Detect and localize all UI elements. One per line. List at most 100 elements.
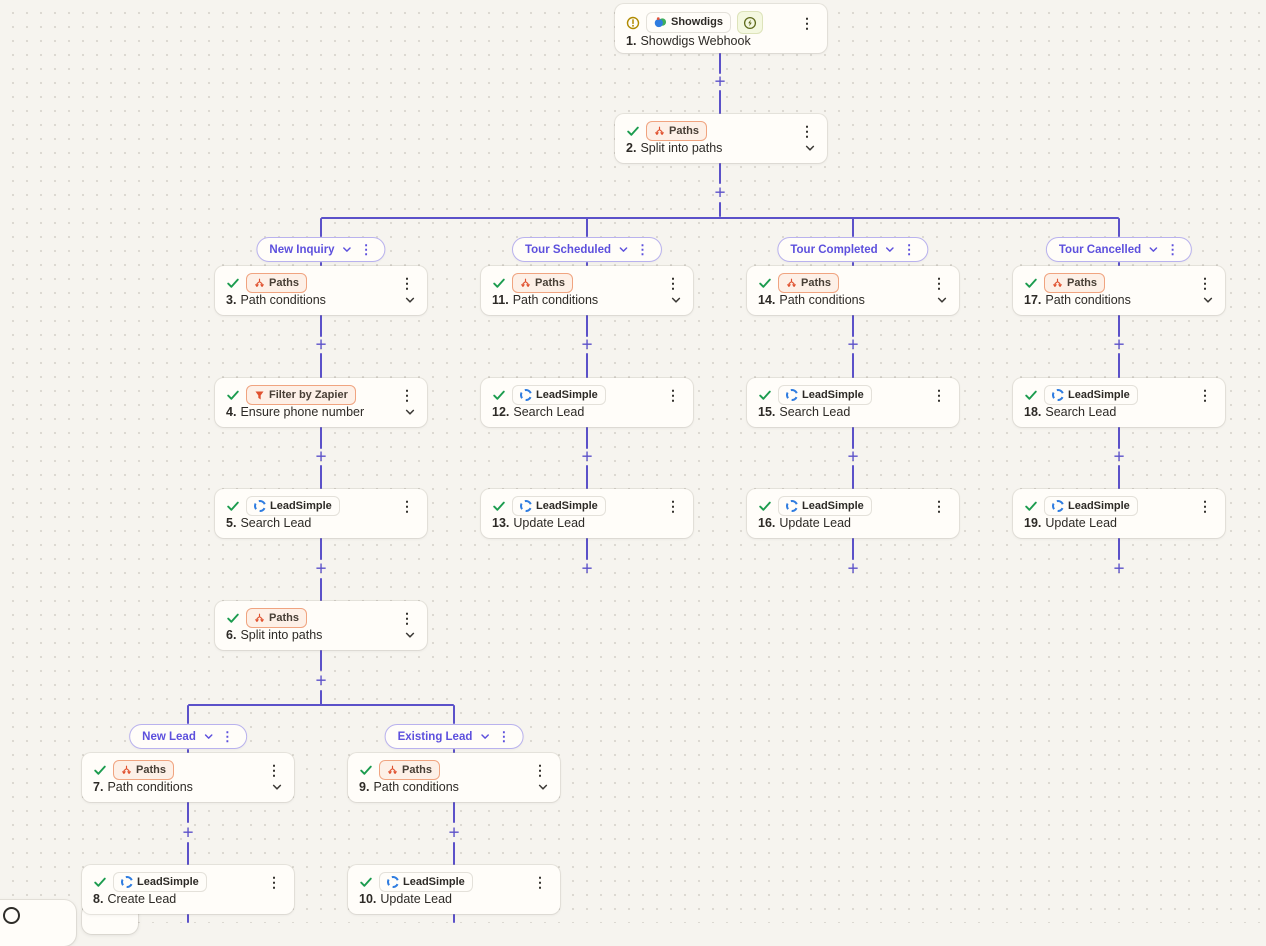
kebab-menu-icon[interactable]: ⋮ bbox=[932, 498, 946, 515]
step-card-14[interactable]: Paths ⋮ 14. Path conditions bbox=[747, 266, 959, 315]
kebab-menu-icon[interactable]: ⋮ bbox=[1198, 498, 1212, 515]
kebab-menu-icon[interactable]: ⋮ bbox=[400, 275, 414, 292]
kebab-menu-icon[interactable]: ⋮ bbox=[800, 14, 814, 31]
add-step-button[interactable]: + bbox=[179, 823, 197, 842]
path-pill-new-inquiry[interactable]: New Inquiry ⋮ bbox=[256, 237, 386, 262]
kebab-menu-icon[interactable]: ⋮ bbox=[533, 762, 547, 779]
kebab-menu-icon[interactable]: ⋮ bbox=[1198, 387, 1212, 404]
step-card-5[interactable]: LeadSimple ⋮ 5. Search Lead bbox=[215, 489, 427, 538]
add-step-button[interactable]: + bbox=[312, 447, 330, 466]
path-pill-existing-lead[interactable]: Existing Lead ⋮ bbox=[384, 724, 524, 749]
chevron-down-icon[interactable] bbox=[1202, 294, 1214, 306]
path-pill-tour-cancelled[interactable]: Tour Cancelled ⋮ bbox=[1045, 237, 1193, 262]
connector-line bbox=[586, 315, 588, 337]
check-icon bbox=[492, 276, 506, 290]
kebab-menu-icon[interactable]: ⋮ bbox=[666, 498, 680, 515]
step-card-6[interactable]: Paths ⋮ 6. Split into paths bbox=[215, 601, 427, 650]
chevron-down-icon[interactable] bbox=[670, 294, 682, 306]
step-card-15[interactable]: LeadSimple ⋮ 15. Search Lead bbox=[747, 378, 959, 427]
paths-badge: Paths bbox=[1044, 273, 1105, 294]
path-pill-new-lead[interactable]: New Lead ⋮ bbox=[129, 724, 247, 749]
step-card-18[interactable]: LeadSimple ⋮ 18. Search Lead bbox=[1013, 378, 1225, 427]
kebab-menu-icon[interactable]: ⋮ bbox=[533, 874, 547, 891]
card-header-row: LeadSimple ⋮ bbox=[1024, 385, 1214, 406]
chevron-down-icon[interactable] bbox=[404, 629, 416, 641]
chevron-down-icon[interactable] bbox=[885, 244, 896, 255]
step-card-7[interactable]: Paths ⋮ 7. Path conditions bbox=[82, 753, 294, 802]
kebab-menu-icon[interactable]: ⋮ bbox=[400, 610, 414, 627]
add-step-button[interactable]: + bbox=[711, 72, 729, 91]
add-step-button[interactable]: + bbox=[1110, 447, 1128, 466]
kebab-menu-icon[interactable]: ⋮ bbox=[497, 729, 511, 744]
add-step-button[interactable]: + bbox=[711, 183, 729, 202]
step-card-3[interactable]: Paths ⋮ 3. Path conditions bbox=[215, 266, 427, 315]
step-card-4[interactable]: Filter by Zapier ⋮ 4. Ensure phone numbe… bbox=[215, 378, 427, 427]
paths-badge: Paths bbox=[113, 760, 174, 781]
kebab-menu-icon[interactable]: ⋮ bbox=[932, 387, 946, 404]
kebab-menu-icon[interactable]: ⋮ bbox=[220, 729, 234, 744]
step-card-8[interactable]: LeadSimple ⋮ 8. Create Lead bbox=[82, 865, 294, 914]
add-step-button[interactable]: + bbox=[312, 335, 330, 354]
chevron-down-icon[interactable] bbox=[479, 731, 490, 742]
chevron-down-icon[interactable] bbox=[271, 781, 283, 793]
chevron-down-icon[interactable] bbox=[936, 294, 948, 306]
kebab-menu-icon[interactable]: ⋮ bbox=[636, 242, 650, 257]
connector-line bbox=[586, 353, 588, 378]
add-step-button[interactable]: + bbox=[1110, 335, 1128, 354]
kebab-menu-icon[interactable]: ⋮ bbox=[359, 242, 373, 257]
kebab-menu-icon[interactable]: ⋮ bbox=[932, 275, 946, 292]
path-pill-tour-scheduled[interactable]: Tour Scheduled ⋮ bbox=[511, 237, 663, 262]
kebab-menu-icon[interactable]: ⋮ bbox=[666, 275, 680, 292]
app-badge: LeadSimple bbox=[113, 872, 207, 893]
add-step-button[interactable]: + bbox=[578, 335, 596, 354]
path-pill-tour-completed[interactable]: Tour Completed ⋮ bbox=[777, 237, 929, 262]
step-number: 15. bbox=[758, 405, 776, 420]
step-card-16[interactable]: LeadSimple ⋮ 16. Update Lead bbox=[747, 489, 959, 538]
step-card-11[interactable]: Paths ⋮ 11. Path conditions bbox=[481, 266, 693, 315]
bottom-left-panel[interactable] bbox=[0, 900, 76, 946]
step-card-17[interactable]: Paths ⋮ 17. Path conditions bbox=[1013, 266, 1225, 315]
step-card-1[interactable]: Showdigs ⋮ 1. Showdigs Webhook bbox=[615, 4, 827, 53]
step-card-9[interactable]: Paths ⋮ 9. Path conditions bbox=[348, 753, 560, 802]
add-step-button[interactable]: + bbox=[844, 447, 862, 466]
kebab-menu-icon[interactable]: ⋮ bbox=[267, 874, 281, 891]
add-step-button[interactable]: + bbox=[844, 335, 862, 354]
kebab-menu-icon[interactable]: ⋮ bbox=[902, 242, 916, 257]
kebab-menu-icon[interactable]: ⋮ bbox=[666, 387, 680, 404]
card-header-row: LeadSimple ⋮ bbox=[359, 872, 549, 893]
step-card-2[interactable]: Paths ⋮ 2. Split into paths bbox=[615, 114, 827, 163]
add-step-button[interactable]: + bbox=[578, 447, 596, 466]
step-number: 5. bbox=[226, 516, 237, 531]
chevron-down-icon[interactable] bbox=[404, 294, 416, 306]
chevron-down-icon[interactable] bbox=[1148, 244, 1159, 255]
kebab-menu-icon[interactable]: ⋮ bbox=[1166, 242, 1180, 257]
connector-line bbox=[852, 427, 854, 449]
step-card-12[interactable]: LeadSimple ⋮ 12. Search Lead bbox=[481, 378, 693, 427]
add-step-button[interactable]: + bbox=[578, 559, 596, 578]
add-step-button[interactable]: + bbox=[312, 671, 330, 690]
kebab-menu-icon[interactable]: ⋮ bbox=[400, 387, 414, 404]
paths-split-icon bbox=[387, 765, 398, 776]
chevron-down-icon[interactable] bbox=[404, 406, 416, 418]
kebab-menu-icon[interactable]: ⋮ bbox=[1198, 275, 1212, 292]
kebab-menu-icon[interactable]: ⋮ bbox=[267, 762, 281, 779]
kebab-menu-icon[interactable]: ⋮ bbox=[400, 498, 414, 515]
chevron-down-icon[interactable] bbox=[804, 142, 816, 154]
step-card-10[interactable]: LeadSimple ⋮ 10. Update Lead bbox=[348, 865, 560, 914]
chevron-down-icon[interactable] bbox=[537, 781, 549, 793]
add-step-button[interactable]: + bbox=[844, 559, 862, 578]
card-header-row: Paths ⋮ bbox=[226, 273, 416, 294]
step-title: Create Lead bbox=[107, 892, 177, 907]
chevron-down-icon[interactable] bbox=[618, 244, 629, 255]
add-step-button[interactable]: + bbox=[312, 559, 330, 578]
card-header-row: LeadSimple ⋮ bbox=[93, 872, 283, 893]
kebab-menu-icon[interactable]: ⋮ bbox=[800, 123, 814, 140]
add-step-button[interactable]: + bbox=[1110, 559, 1128, 578]
chevron-down-icon[interactable] bbox=[342, 244, 353, 255]
add-step-button[interactable]: + bbox=[445, 823, 463, 842]
chevron-down-icon[interactable] bbox=[203, 731, 214, 742]
step-card-19[interactable]: LeadSimple ⋮ 19. Update Lead bbox=[1013, 489, 1225, 538]
step-card-13[interactable]: LeadSimple ⋮ 13. Update Lead bbox=[481, 489, 693, 538]
connector-line bbox=[320, 650, 322, 671]
card-header-row: Paths ⋮ bbox=[93, 760, 283, 781]
